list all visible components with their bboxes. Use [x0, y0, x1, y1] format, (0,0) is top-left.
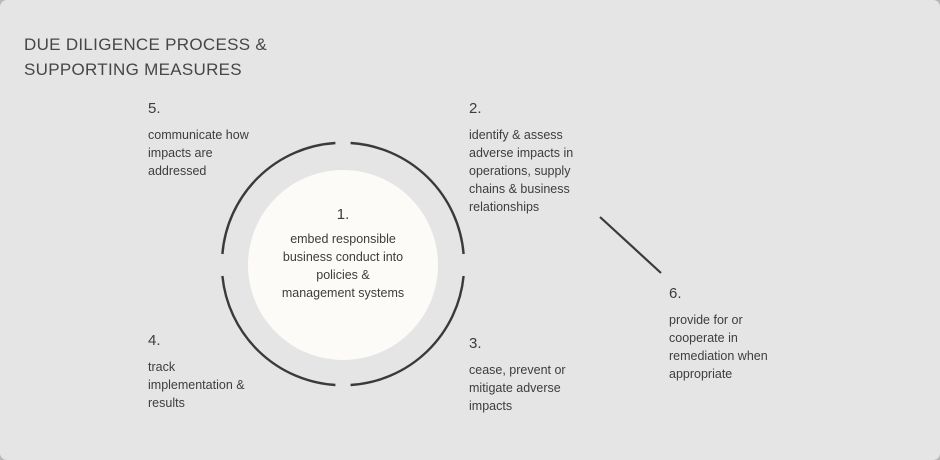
cycle-step-6: 6. provide for or cooperate in remediati…	[669, 284, 804, 383]
cycle-step-5: 5. communicate how impacts are addressed	[148, 99, 283, 180]
cycle-step-1-text: embed responsible business conduct into …	[281, 232, 405, 300]
cycle-step-4-number: 4.	[148, 332, 161, 349]
cycle-step-6-number: 6.	[669, 285, 682, 302]
cycle-step-1: 1. embed responsible business conduct in…	[248, 205, 438, 302]
cycle-step-6-text: provide for or cooperate in remediation …	[669, 313, 768, 381]
connector-line-step6	[599, 216, 662, 274]
inner-circle	[248, 170, 438, 360]
cycle-step-4-text: track implementation & results	[148, 360, 245, 410]
cycle-step-2-number: 2.	[469, 100, 482, 117]
cycle-step-1-number: 1.	[336, 206, 350, 223]
cycle-step-5-text: communicate how impacts are addressed	[148, 128, 249, 178]
arc-segment-top-left	[221, 141, 336, 255]
cycle-step-4: 4. track implementation & results	[148, 331, 283, 412]
cycle-step-2-text: identify & assess adverse impacts in ope…	[469, 128, 574, 214]
cycle-step-3-number: 3.	[469, 335, 482, 352]
cycle-step-3-text: cease, prevent or mitigate adverse impac…	[469, 363, 566, 413]
cycle-step-2: 2. identify & assess adverse impacts in …	[469, 99, 604, 216]
cycle-step-5-number: 5.	[148, 100, 161, 117]
cycle-step-3: 3. cease, prevent or mitigate adverse im…	[469, 334, 604, 415]
page-title: DUE DILIGENCE PROCESS & SUPPORTING MEASU…	[24, 35, 268, 79]
arc-segment-top-right	[350, 141, 465, 255]
arc-segment-bottom-right	[350, 275, 465, 387]
arc-segment-bottom-left	[221, 275, 336, 387]
